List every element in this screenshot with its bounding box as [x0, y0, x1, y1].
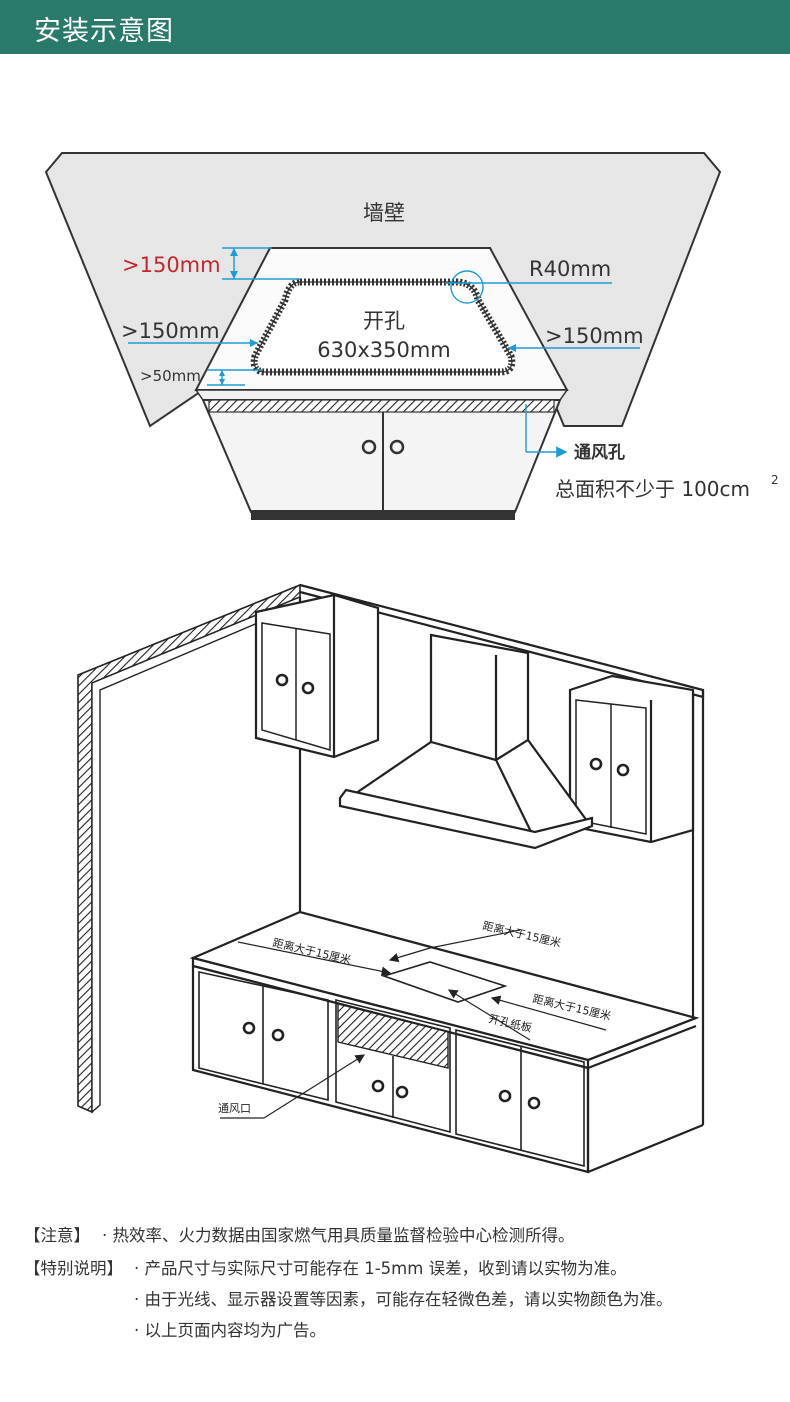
note-text: · 以上页面内容均为广告。 — [134, 1321, 326, 1340]
front-gap-label: >50mm — [140, 367, 201, 385]
corner-radius-label: R40mm — [529, 257, 611, 281]
note-text: · 由于光线、显示器设置等因素，可能存在轻微色差，请以实物颜色为准。 — [134, 1290, 673, 1309]
base-cabinet — [201, 399, 562, 513]
vent-area-label: 总面积不少于 100cm — [555, 477, 750, 501]
note-text: · 热效率、火力数据由国家燃气用具质量监督检验中心检测所得。 — [102, 1226, 575, 1245]
cabinet-base — [251, 510, 515, 520]
countertop-edge — [194, 389, 569, 401]
kitchen-install-diagram — [77, 583, 705, 1174]
note-tag: 【特别说明】 — [24, 1259, 123, 1278]
vent-area-superscript: 2 — [771, 473, 779, 487]
range-hood-chimney — [429, 633, 530, 762]
page-title: 安装示意图 — [34, 16, 174, 47]
page-header: 安装示意图 — [0, 0, 790, 54]
cabinet-knob-right — [389, 439, 405, 455]
dist-back-label: 距离大于15厘米 — [481, 918, 562, 950]
countertop-cutout-diagram: 墙壁 >150mm R40mm >150mm >150mm >50mm 开孔 6… — [44, 152, 779, 520]
vent-hole-label: 通风孔 — [574, 443, 625, 463]
hole-size-label: 630x350mm — [317, 338, 451, 362]
hole-label: 开孔 — [363, 309, 405, 333]
cut-board — [381, 961, 508, 1003]
note-text: · 产品尺寸与实际尺寸可能存在 1-5mm 误差，收到请以实物为准。 — [134, 1259, 627, 1278]
note-tag: 【注意】 — [24, 1226, 90, 1245]
vent-grille — [337, 1003, 449, 1069]
vent-opening-label: 通风口 — [218, 1102, 251, 1115]
left-gap-label: >150mm — [121, 319, 220, 343]
vent-strip — [208, 399, 555, 413]
top-gap-label: >150mm — [122, 253, 221, 277]
wall-label: 墙壁 — [363, 201, 405, 225]
cabinet-knob-left — [361, 439, 377, 455]
right-gap-label: >150mm — [545, 324, 644, 348]
